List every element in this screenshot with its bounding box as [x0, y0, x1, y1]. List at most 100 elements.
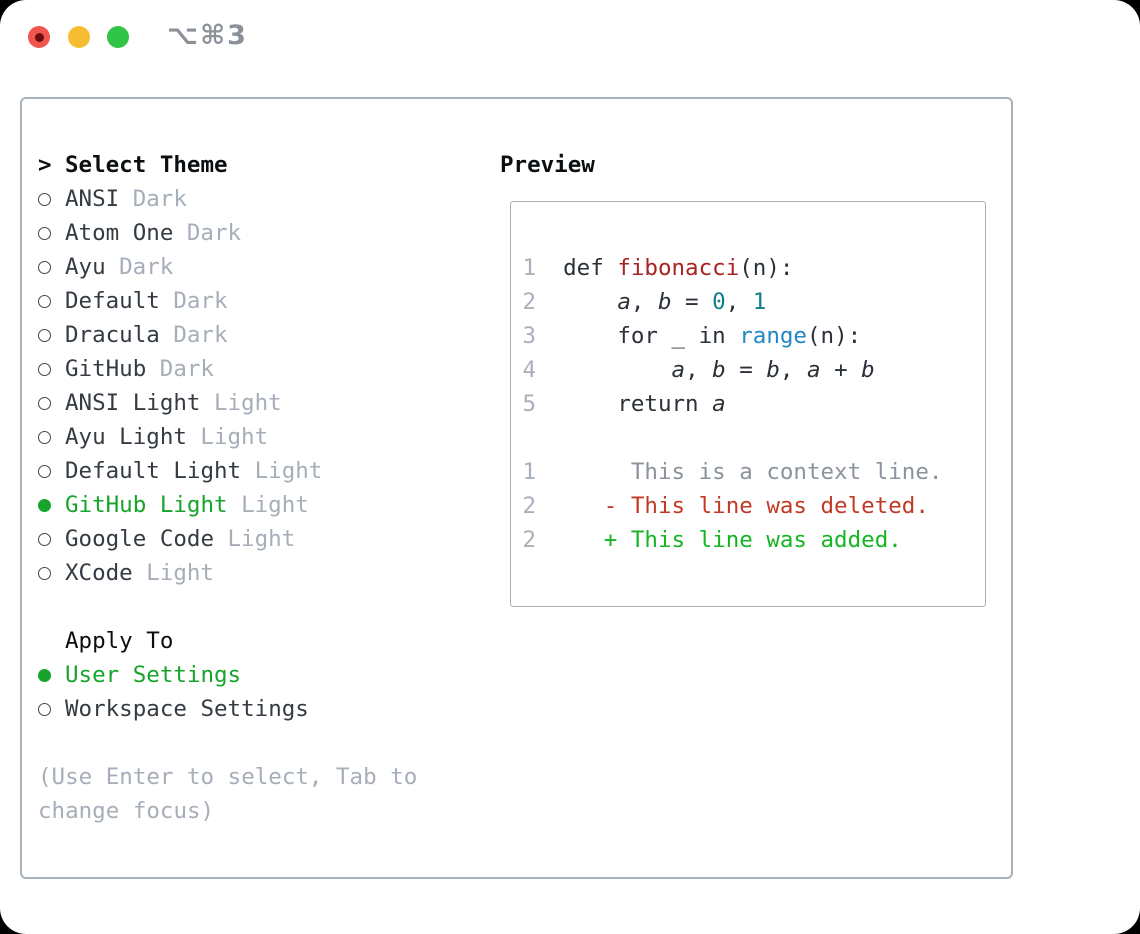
theme-option-label: ANSI: [65, 186, 120, 212]
apply-option-label: Workspace Settings: [65, 696, 309, 722]
radio-icon: [38, 464, 65, 478]
apply-option-label: User Settings: [65, 662, 242, 688]
token-code: (n):: [806, 322, 862, 349]
radio-circle: [38, 498, 51, 512]
theme-option-label: XCode: [65, 560, 133, 586]
radio-circle: [38, 328, 51, 342]
theme-variant-label: Dark: [173, 288, 228, 314]
token-var: b: [861, 356, 875, 383]
token-del: - This line was deleted.: [536, 492, 929, 519]
theme-variant-label: Light: [200, 424, 269, 450]
theme-variant-label: Light: [213, 390, 282, 416]
token-fn: fibonacci: [617, 254, 740, 281]
radio-circle: [38, 260, 51, 274]
token-code: return: [536, 390, 713, 417]
theme-option-ayu-light[interactable]: Ayu Light Light: [38, 420, 417, 454]
window-shortcut-label: ⌥⌘3: [167, 20, 248, 51]
theme-variant-label: Dark: [132, 186, 187, 212]
close-button[interactable]: [28, 26, 50, 48]
line-number: 2: [522, 288, 537, 315]
preview-title: Preview: [500, 152, 595, 178]
token-code: =: [725, 356, 767, 383]
token-code: [536, 357, 671, 383]
theme-option-label: Default: [65, 288, 160, 314]
theme-variant-label: Dark: [159, 356, 214, 382]
code-line: 5 return a: [523, 387, 943, 421]
radio-icon: [38, 566, 65, 580]
line-number: 1: [522, 254, 537, 281]
apply-to-title: Apply To: [65, 628, 174, 654]
radio-circle: [38, 668, 51, 682]
blank-line: [523, 421, 943, 455]
radio-icon: [38, 328, 65, 342]
token-add: + This line was added.: [536, 526, 902, 553]
theme-option-ansi[interactable]: ANSI Dark: [38, 182, 417, 216]
token-code: +: [820, 356, 862, 383]
line-number: 3: [522, 322, 537, 349]
radio-circle: [38, 702, 51, 716]
radio-icon: [38, 192, 65, 206]
radio-circle: [38, 294, 51, 308]
code-line: 3 for _ in range(n):: [523, 319, 943, 353]
focus-caret-icon: >: [38, 152, 52, 178]
theme-variant-label: Light: [254, 458, 323, 484]
code-line: 1 def fibonacci(n):: [523, 251, 943, 285]
code-line: 2 a, b = 0, 1: [523, 285, 943, 319]
theme-option-xcode[interactable]: XCode Light: [38, 556, 417, 590]
line-number: 4: [522, 356, 537, 383]
radio-icon: [38, 294, 65, 308]
radio-circle: [38, 464, 51, 478]
token-code: for _ in: [536, 322, 740, 349]
token-var: b: [766, 356, 780, 383]
diff-deleted-line: 2 - This line was deleted.: [523, 489, 943, 523]
minimize-button[interactable]: [68, 26, 90, 48]
token-var: b: [712, 356, 726, 383]
token-code: (n):: [739, 254, 794, 281]
apply-to-header: Apply To: [38, 624, 417, 658]
line-number: 2: [522, 526, 537, 553]
theme-variant-label: Light: [146, 560, 214, 586]
token-var: a: [671, 356, 686, 383]
theme-option-default[interactable]: Default Dark: [38, 284, 417, 318]
zoom-button[interactable]: [107, 26, 129, 48]
theme-variant-label: Dark: [173, 322, 228, 348]
line-number: 2: [522, 492, 537, 519]
line-number: 5: [522, 390, 537, 417]
radio-icon: [38, 430, 65, 444]
diff-added-line: 2 + This line was added.: [523, 523, 943, 557]
radio-selected-icon: [38, 668, 65, 682]
token-var: b: [657, 288, 672, 315]
radio-icon: [38, 226, 65, 240]
token-lit: 1: [752, 288, 767, 315]
theme-variant-label: Light: [227, 526, 296, 552]
theme-option-ansi-light[interactable]: ANSI Light Light: [38, 386, 417, 420]
token-var: a: [712, 390, 726, 417]
radio-selected-icon: [38, 498, 65, 512]
theme-option-label: Ayu: [65, 254, 106, 280]
theme-option-label: ANSI Light: [65, 390, 201, 416]
theme-option-label: GitHub Light: [65, 492, 228, 518]
token-code: ,: [779, 356, 807, 383]
help-text-line1: (Use Enter to select, Tab to: [38, 764, 418, 790]
select-theme-title: Select Theme: [65, 152, 228, 178]
radio-circle: [38, 226, 51, 240]
apply-option-user-settings[interactable]: User Settings: [38, 658, 417, 692]
code-line: 4 a, b = b, a + b: [523, 353, 943, 387]
token-ctx: This is a context line.: [536, 458, 943, 485]
theme-option-label: Ayu Light: [65, 424, 187, 450]
apply-option-workspace-settings[interactable]: Workspace Settings: [38, 692, 417, 726]
radio-circle: [38, 566, 51, 580]
